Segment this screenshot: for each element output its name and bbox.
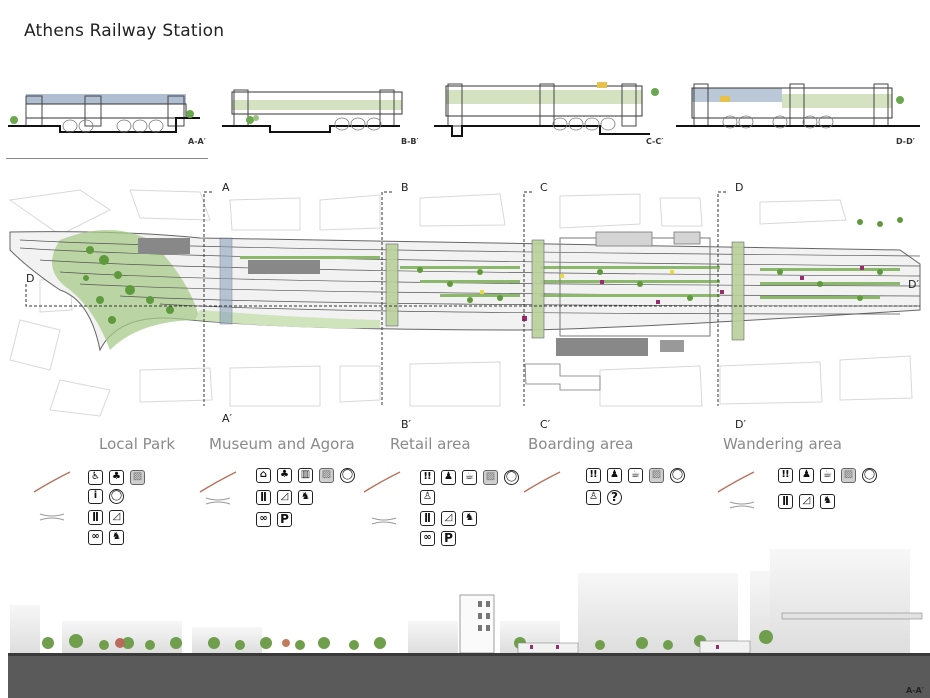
kiosk-icon: ♟ xyxy=(607,468,622,483)
location-pin-icon: ◯ xyxy=(670,468,685,483)
cross-sections xyxy=(8,82,920,137)
zone-boarding-area: Boarding area xyxy=(528,435,634,453)
wc-icon: ǃǃ xyxy=(586,468,601,483)
site-plan xyxy=(8,189,921,417)
bench-icon: ▨ xyxy=(649,468,664,483)
coffee-icon: ☕ xyxy=(628,468,643,483)
bicycle-icon: ∞ xyxy=(256,512,271,527)
cut-marker-c-bottom: C′ xyxy=(540,418,551,431)
tree-icon: ♣ xyxy=(109,470,124,485)
tree-icon: ♣ xyxy=(277,468,292,483)
location-pin-icon: ◯ xyxy=(340,468,355,483)
bin-icon: ▥ xyxy=(298,468,313,483)
sun-lounger-icon: ◿ xyxy=(441,511,456,526)
zone-retail-area: Retail area xyxy=(390,435,471,453)
wc-icon: ǃǃ xyxy=(778,468,793,483)
toilet-icon: ♿ xyxy=(88,470,103,485)
bench-icon: ▨ xyxy=(319,468,334,483)
cut-marker-a-bottom: A′ xyxy=(222,412,233,425)
bench-icon: ▨ xyxy=(130,470,145,485)
bicycle-icon: ∞ xyxy=(420,531,435,546)
long-section-label: A-A′ xyxy=(906,686,924,695)
cut-marker-a-top: A xyxy=(222,181,230,194)
section-label-d: D-D′ xyxy=(896,137,915,146)
parking-icon: P xyxy=(441,531,456,546)
section-label-c: C-C′ xyxy=(646,137,664,146)
museum-icon: ⌂ xyxy=(256,468,271,483)
zone-local-park: Local Park xyxy=(99,435,176,453)
dog-icon: ♞ xyxy=(109,530,124,545)
kiosk-icon: ♟ xyxy=(799,468,814,483)
food-icon: ǁ xyxy=(88,510,103,525)
section-d-d-drawing xyxy=(676,83,920,129)
bench-icon: ▨ xyxy=(841,468,856,483)
section-b-b-drawing xyxy=(222,89,403,133)
long-section xyxy=(8,549,930,698)
food-icon: ǁ xyxy=(420,511,435,526)
food-icon: ǁ xyxy=(778,494,793,509)
parking-icon: P xyxy=(277,512,292,527)
cut-marker-d-right: D′ xyxy=(908,278,919,291)
coffee-icon: ☕ xyxy=(462,470,477,485)
section-label-b: B-B′ xyxy=(401,137,419,146)
help-icon: ? xyxy=(607,490,622,505)
sun-lounger-icon: ◿ xyxy=(277,490,292,505)
dog-icon: ♞ xyxy=(820,494,835,509)
dog-icon: ♞ xyxy=(462,511,477,526)
sun-lounger-icon: ◿ xyxy=(109,510,124,525)
family-icon: ♙ xyxy=(586,490,601,505)
zone-profile-glyphs xyxy=(33,471,755,525)
food-icon: ǁ xyxy=(256,490,271,505)
family-icon: ♙ xyxy=(420,490,435,505)
cut-marker-d-left: D xyxy=(26,272,35,285)
zone-museum-agora: Museum and Agora xyxy=(209,435,355,453)
cut-marker-d-top: D xyxy=(735,181,744,194)
sun-lounger-icon: ◿ xyxy=(799,494,814,509)
zone-wandering-area: Wandering area xyxy=(723,435,842,453)
location-pin-icon: ◯ xyxy=(862,468,877,483)
bicycle-icon: ∞ xyxy=(88,530,103,545)
dog-icon: ♞ xyxy=(298,490,313,505)
cut-marker-b-top: B xyxy=(401,181,409,194)
section-a-a-drawing xyxy=(8,94,200,133)
wc-icon: ǃǃ xyxy=(420,470,435,485)
cut-marker-d-bottom: D′ xyxy=(735,418,746,431)
page-title: Athens Railway Station xyxy=(24,21,225,41)
location-pin-icon: ◯ xyxy=(504,470,519,485)
kiosk-icon: ♟ xyxy=(441,470,456,485)
section-divider xyxy=(6,158,208,159)
cut-marker-c-top: C xyxy=(540,181,548,194)
coffee-icon: ☕ xyxy=(820,468,835,483)
section-c-c-drawing xyxy=(434,82,659,137)
cut-marker-b-bottom: B′ xyxy=(401,418,412,431)
location-pin-icon: ◯ xyxy=(109,489,124,504)
information-icon: i xyxy=(88,489,103,504)
bench-icon: ▨ xyxy=(483,470,498,485)
section-label-a: A-A′ xyxy=(188,137,206,146)
